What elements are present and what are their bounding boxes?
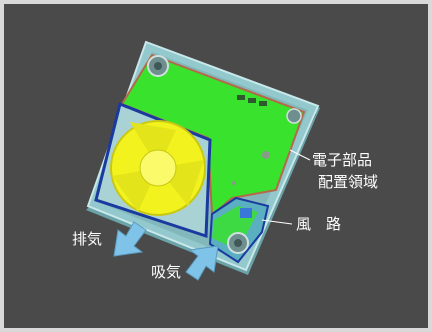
duct-sensor <box>240 208 252 218</box>
screw-bottom <box>227 232 249 254</box>
label-intake: 吸気 <box>151 263 182 281</box>
label-electronics-area-line2: 配置領域 <box>318 173 379 191</box>
leader-line-electronics <box>289 149 311 161</box>
screw-right <box>286 108 302 124</box>
label-air-duct: 風 路 <box>296 215 342 233</box>
cooling-fan <box>110 120 206 216</box>
exhaust-arrow <box>113 221 147 257</box>
pcb-components <box>232 95 270 185</box>
label-electronics-area-line1: 電子部品 <box>312 151 373 169</box>
intake-arrow <box>185 245 219 281</box>
leader-line-duct <box>261 219 293 225</box>
label-exhaust: 排気 <box>72 230 103 248</box>
screw-top <box>147 55 169 77</box>
